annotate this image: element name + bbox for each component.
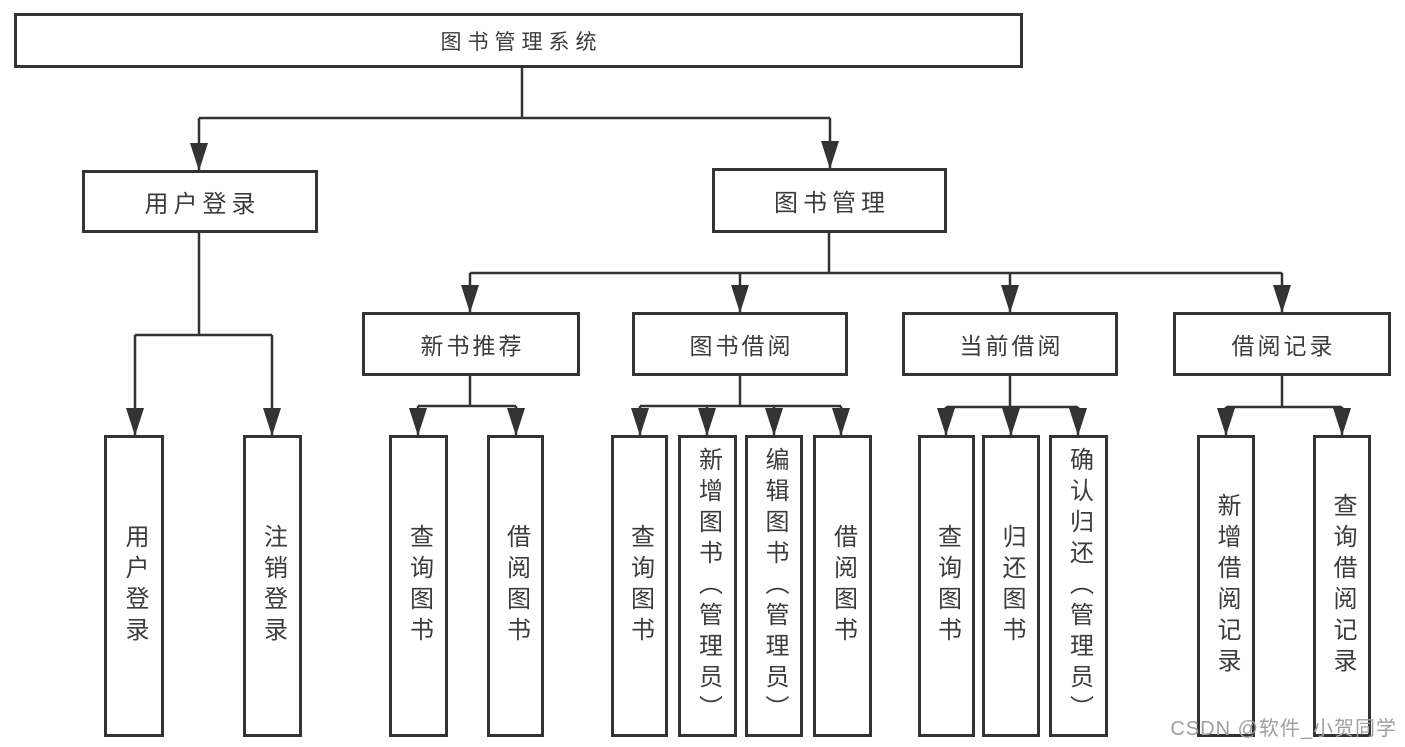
node-user-login: 用户登录 <box>82 170 318 233</box>
leaf-borrow-books-recommend: 借阅图书 <box>487 435 544 737</box>
leaf-borrow-books-borrow: 借阅图书 <box>813 435 872 737</box>
leaf-query-books-borrow: 查询图书 <box>611 435 668 737</box>
leaf-query-borrow-record: 查询借阅记录 <box>1313 435 1371 737</box>
connector-current-borrow <box>937 376 1087 436</box>
leaf-add-borrow-record: 新增借阅记录 <box>1197 435 1255 737</box>
connector-borrow-records <box>1217 376 1351 436</box>
node-current-borrow: 当前借阅 <box>902 312 1118 376</box>
leaf-edit-book-admin: 编辑图书（管理员） <box>745 435 803 737</box>
connector-root <box>190 68 839 171</box>
node-borrow-records: 借阅记录 <box>1173 312 1391 376</box>
node-book-borrow: 图书借阅 <box>632 312 848 376</box>
node-new-book-recommend: 新书推荐 <box>362 312 580 376</box>
node-root: 图书管理系统 <box>14 13 1023 68</box>
connector-user-login <box>126 233 281 436</box>
csdn-watermark: CSDN @软件_小贺同学 <box>1170 718 1397 740</box>
connector-book-management <box>461 233 1291 313</box>
leaf-add-book-admin: 新增图书（管理员） <box>678 435 737 737</box>
node-book-management: 图书管理 <box>712 168 947 233</box>
leaf-query-books-current: 查询图书 <box>918 435 975 737</box>
leaf-user-login: 用户登录 <box>104 435 164 737</box>
leaf-return-books: 归还图书 <box>982 435 1040 737</box>
leaf-query-books-recommend: 查询图书 <box>389 435 448 737</box>
connector-new-book-recommend <box>409 376 525 436</box>
leaf-logout: 注销登录 <box>243 435 302 737</box>
connector-book-borrow <box>631 376 850 436</box>
leaf-confirm-return-admin: 确认归还（管理员） <box>1049 435 1108 737</box>
